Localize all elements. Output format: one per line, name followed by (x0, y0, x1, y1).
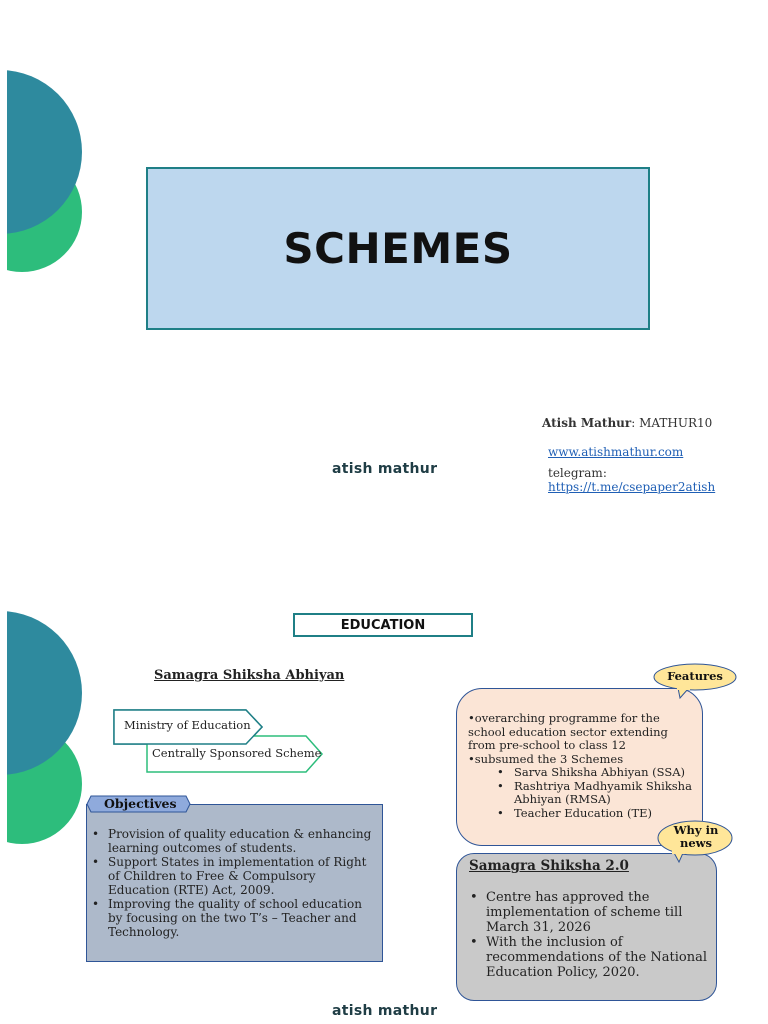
brand-footer: atish mathur (332, 1003, 438, 1019)
list-item: Support States in implementation of Righ… (92, 855, 378, 897)
objectives-label: Objectives (104, 796, 177, 811)
scheme-arrows (113, 709, 324, 773)
features-line-1: •overarching programme for the school ed… (468, 711, 668, 752)
telegram-label: telegram: (548, 466, 607, 480)
ministry-label: Ministry of Education (124, 718, 251, 732)
decorative-circles (0, 0, 82, 320)
features-label: Features (667, 669, 723, 683)
telegram-link[interactable]: https://t.me/csepaper2atish (548, 480, 716, 494)
scheme-name: Samagra Shiksha Abhiyan (154, 668, 345, 683)
teal-circle-shape (0, 611, 82, 775)
website-line: www.atishmathur.com (548, 445, 683, 459)
telegram-line: telegram: https://t.me/csepaper2atish (548, 466, 768, 494)
features-line-2: •subsumed the 3 Schemes (468, 751, 624, 766)
scheme-type-arrow-shape (146, 735, 324, 773)
features-callout-shape (653, 663, 737, 700)
title-box: SCHEMES (146, 167, 650, 330)
objectives-list: Provision of quality education & enhanci… (88, 827, 378, 939)
teal-circle-shape (0, 70, 82, 234)
features-text: •overarching programme for the school ed… (468, 711, 696, 821)
features-sub-list: Sarva Shiksha Abhiyan (SSA) Rashtriya Ma… (468, 765, 696, 821)
list-item: With the inclusion of recommendations of… (470, 935, 710, 980)
news-list: Centre has approved the implementation o… (470, 890, 710, 980)
list-item: Provision of quality education & enhanci… (92, 827, 378, 855)
list-item: Teacher Education (TE) (497, 806, 696, 821)
author-name: Atish Mathur (542, 416, 632, 430)
decorative-circles (0, 512, 82, 852)
news-title: Samagra Shiksha 2.0 (469, 858, 629, 874)
list-item: Centre has approved the implementation o… (470, 890, 710, 935)
slide-title: SCHEMES Atish Mathur: MATHUR10 www.atish… (0, 0, 768, 494)
scheme-type-label: Centrally Sponsored Scheme (152, 746, 322, 760)
news-label-line-1: Why in (673, 823, 719, 837)
section-heading: EDUCATION (293, 613, 473, 637)
list-item: Improving the quality of school educatio… (92, 897, 378, 939)
list-item: Sarva Shiksha Abhiyan (SSA) (497, 765, 696, 780)
news-label-line-2: news (679, 836, 713, 850)
website-link[interactable]: www.atishmathur.com (548, 445, 684, 459)
news-label: Why in news (660, 824, 732, 850)
author-line: Atish Mathur: MATHUR10 (542, 416, 712, 430)
slide-title-text: SCHEMES (283, 224, 513, 273)
news-callout-shape (657, 820, 733, 864)
author-code: : MATHUR10 (631, 416, 713, 430)
objectives-tab-shape (86, 795, 191, 813)
brand-footer: atish mathur (332, 461, 438, 477)
list-item: Rashtriya Madhyamik Shiksha Abhiyan (RMS… (497, 779, 696, 807)
slide-education: EDUCATION Samagra Shiksha Abhiyan Minist… (0, 512, 768, 1024)
